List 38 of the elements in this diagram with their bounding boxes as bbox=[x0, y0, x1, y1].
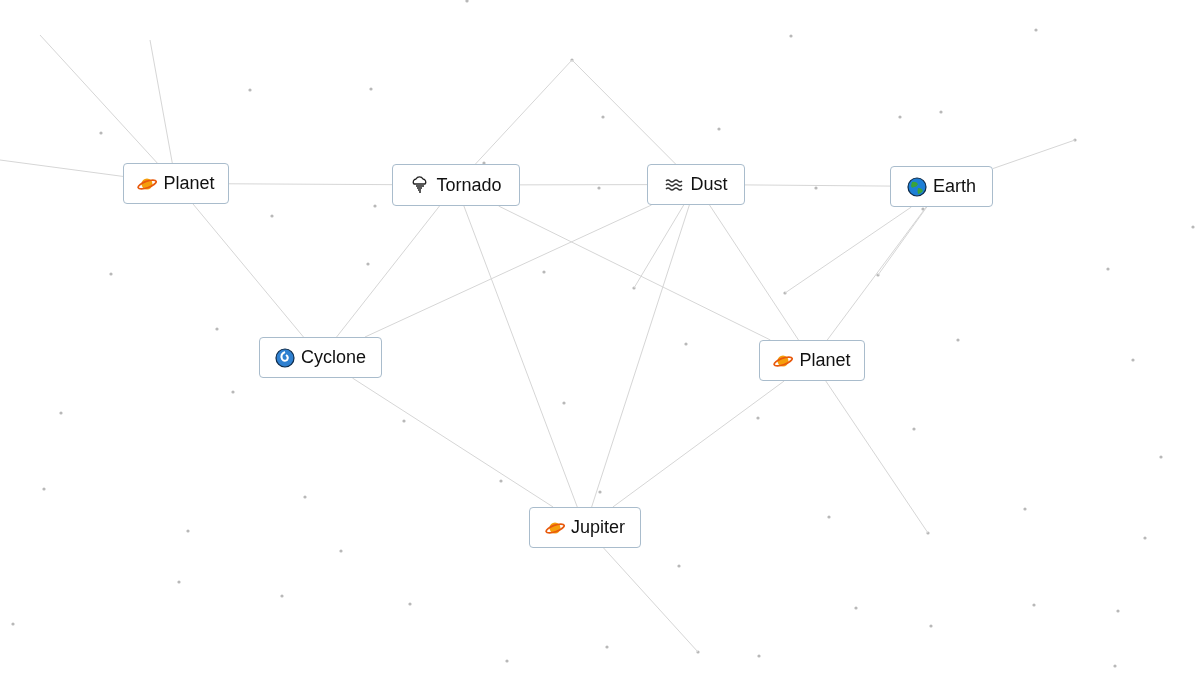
element-label: Dust bbox=[690, 173, 728, 196]
connector-line bbox=[591, 204, 690, 508]
connector-line bbox=[826, 206, 927, 341]
connector-line bbox=[475, 59, 573, 165]
connector-line bbox=[336, 205, 440, 338]
connector-line bbox=[825, 380, 929, 534]
connector-line bbox=[603, 547, 699, 653]
connector-line bbox=[364, 204, 652, 338]
element-label: Cyclone bbox=[301, 346, 366, 369]
connector-line bbox=[519, 184, 648, 186]
element-label: Jupiter bbox=[571, 516, 625, 539]
connector-line bbox=[498, 205, 771, 341]
connector-line bbox=[784, 206, 912, 294]
connector-line bbox=[633, 204, 685, 289]
element-card bbox=[392, 164, 520, 206]
connector-line bbox=[709, 204, 799, 341]
element-label: Planet bbox=[163, 172, 215, 195]
element-label: Tornado bbox=[436, 173, 502, 197]
element-card bbox=[759, 340, 865, 381]
connector-line bbox=[149, 39, 173, 164]
element-card bbox=[123, 163, 229, 204]
connector-line bbox=[571, 59, 677, 165]
connector-line bbox=[39, 34, 158, 164]
connector-line bbox=[228, 183, 393, 186]
element-label: Planet bbox=[799, 349, 851, 372]
element-card bbox=[647, 164, 745, 205]
element-card bbox=[529, 507, 641, 548]
connector-line bbox=[463, 205, 578, 508]
connector-line bbox=[612, 380, 785, 508]
connector-line bbox=[0, 159, 124, 177]
connector-line bbox=[351, 377, 554, 508]
element-card bbox=[259, 337, 382, 378]
element-label: Earth bbox=[933, 175, 976, 198]
connector-line bbox=[744, 184, 891, 187]
connector-line bbox=[192, 203, 304, 338]
connector-line bbox=[992, 139, 1076, 170]
element-card bbox=[890, 166, 993, 207]
connector-line bbox=[877, 206, 928, 276]
